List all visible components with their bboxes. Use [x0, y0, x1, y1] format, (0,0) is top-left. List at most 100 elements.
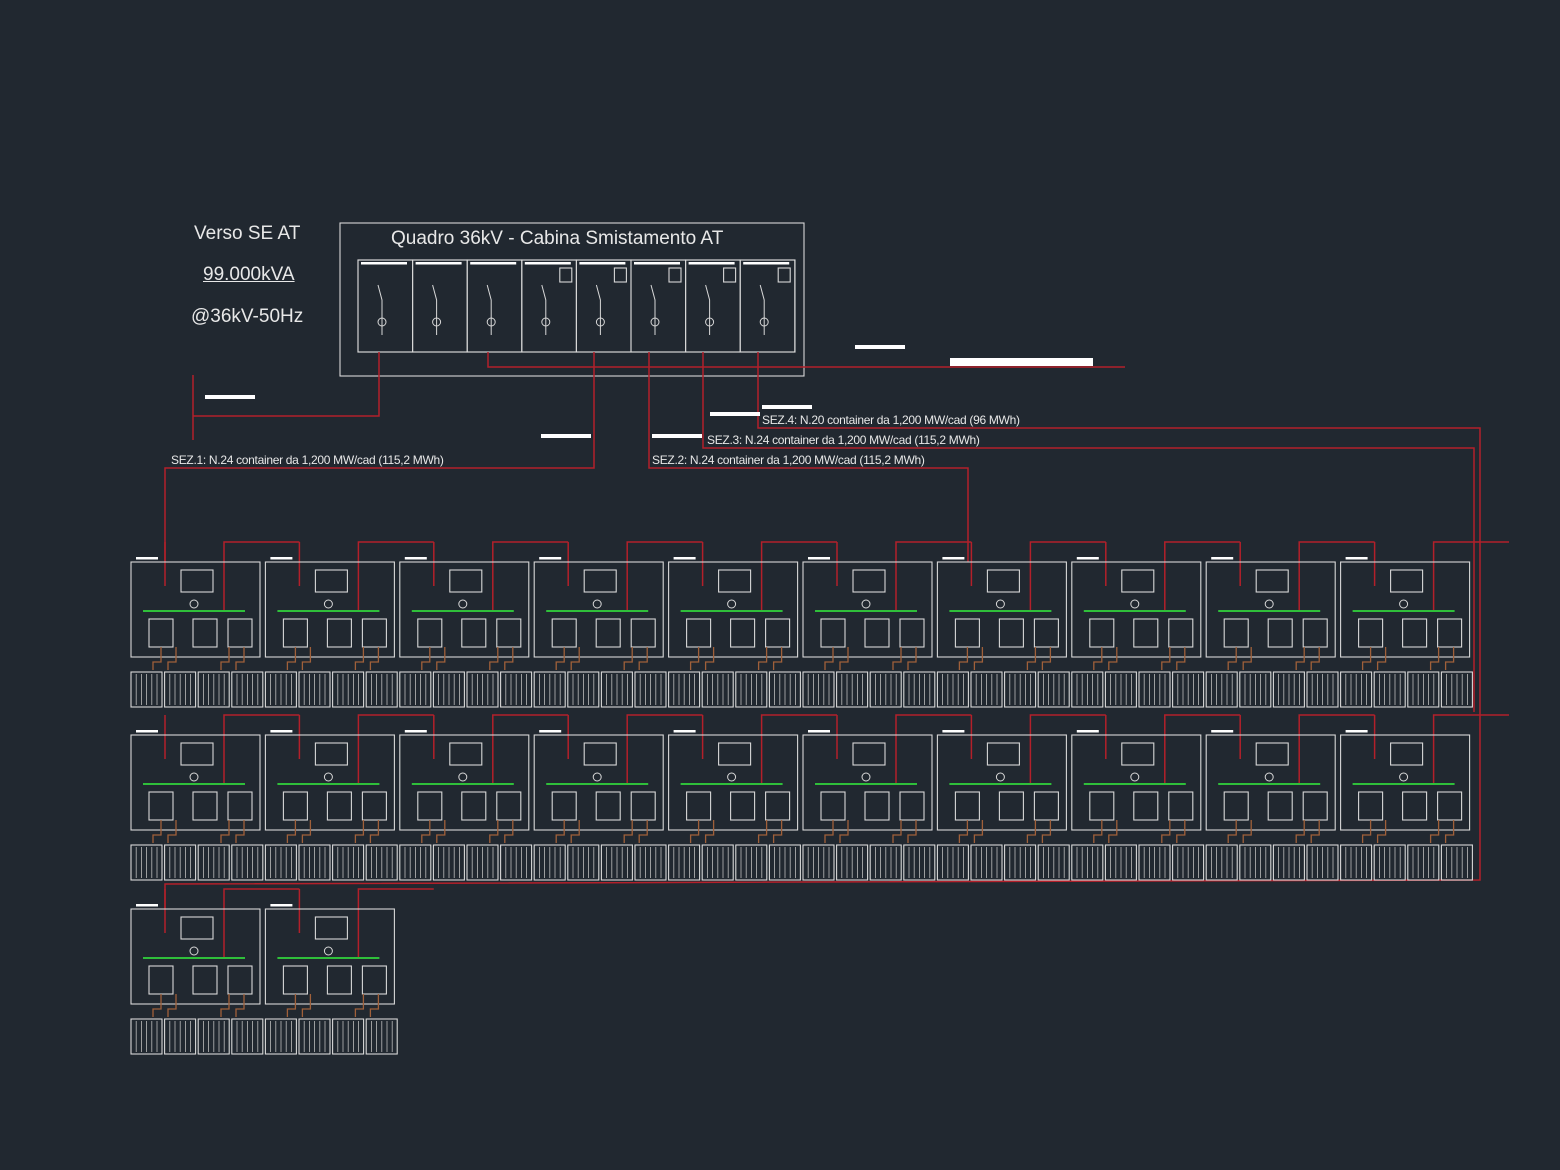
section-3-cable	[702, 352, 1475, 712]
pcs-inverter	[1302, 791, 1328, 821]
container-block	[1340, 714, 1509, 881]
pcs-inverter	[1033, 791, 1059, 821]
skid-tag	[404, 730, 427, 733]
dc-cable	[555, 647, 565, 670]
battery-frame	[298, 1018, 331, 1055]
dc-cable	[1227, 820, 1237, 843]
container-row-2	[130, 714, 1509, 881]
pcs-inverter	[551, 791, 577, 821]
battery-frame	[701, 844, 734, 881]
cable-tag	[205, 395, 255, 399]
dc-cable	[1376, 820, 1387, 843]
rmu-box	[986, 742, 1020, 766]
battery-frame	[836, 844, 869, 881]
cubicle-frame	[466, 259, 523, 353]
incoming-power: 99.000kVA	[203, 264, 295, 285]
transformer-ct-icon	[759, 317, 769, 327]
ring-cable	[1432, 541, 1509, 610]
battery-frame	[735, 844, 768, 881]
battery-container	[130, 844, 163, 881]
battery-frame	[600, 844, 633, 881]
battery-container	[1340, 671, 1373, 708]
battery-container	[164, 671, 197, 708]
battery-frame	[701, 671, 734, 708]
battery-container	[1306, 671, 1339, 708]
ring-cable	[760, 714, 837, 783]
battery-frame	[1306, 671, 1339, 708]
battery-frame	[936, 844, 969, 881]
battery-frame	[1373, 844, 1406, 881]
battery-frame	[264, 1018, 297, 1055]
switchgear-cubicle	[521, 259, 577, 353]
pcs-inverter	[595, 618, 621, 648]
battery-container	[1037, 671, 1070, 708]
battery-container	[1138, 671, 1171, 708]
battery-container	[231, 671, 264, 708]
dc-cable	[1161, 647, 1171, 670]
relay-box	[613, 267, 627, 283]
dc-cable	[436, 647, 446, 670]
battery-container	[466, 844, 499, 881]
battery-frame	[970, 844, 1003, 881]
rmu-box	[180, 916, 214, 940]
skid-tag	[673, 557, 696, 560]
pcs-inverter	[1168, 618, 1194, 648]
battery-frame	[197, 844, 230, 881]
battery-container	[399, 844, 432, 881]
dc-cable	[1041, 820, 1052, 843]
battery-container	[231, 1018, 264, 1055]
transformer-icon	[323, 599, 333, 609]
battery-container	[1172, 844, 1205, 881]
battery-frame	[1407, 844, 1440, 881]
transformer-icon	[592, 599, 602, 609]
pcs-inverter	[551, 618, 577, 648]
battery-frame	[264, 844, 297, 881]
skid-frame	[1340, 561, 1471, 658]
battery-container	[936, 844, 969, 881]
battery-container	[298, 671, 331, 708]
battery-container	[768, 671, 801, 708]
battery-container	[432, 671, 465, 708]
pcs-inverter	[1358, 791, 1384, 821]
battery-container	[264, 1018, 297, 1055]
dc-cable	[354, 820, 365, 843]
cubicle-tag	[579, 262, 626, 265]
dc-cable	[1295, 820, 1305, 843]
battery-container	[332, 844, 365, 881]
cable-tag	[855, 345, 905, 349]
skid-tag	[1211, 557, 1234, 560]
transformer-ct-icon	[486, 317, 496, 327]
dc-cable	[555, 820, 565, 843]
breaker-symbol	[486, 284, 492, 335]
pcs-inverter	[954, 791, 980, 821]
pcs-inverter	[192, 965, 218, 995]
pcs-inverter	[326, 965, 352, 995]
transformer-icon	[727, 599, 737, 609]
pcs-inverter	[192, 791, 218, 821]
dc-cable	[958, 647, 969, 670]
rmu-box	[1121, 742, 1155, 766]
battery-container	[869, 671, 902, 708]
dc-cable	[504, 820, 514, 843]
ring-cable	[760, 541, 837, 610]
section-3-label: SEZ.3: N.24 container da 1,200 MW/cad (1…	[707, 433, 980, 447]
pcs-inverter	[864, 618, 890, 648]
pcs-inverter	[1133, 791, 1159, 821]
dc-cable	[1093, 820, 1103, 843]
pcs-inverter	[630, 618, 656, 648]
rmu-box	[314, 916, 348, 940]
pcs-inverter	[417, 791, 443, 821]
battery-frame	[1104, 671, 1137, 708]
rmu-box	[314, 569, 348, 593]
battery-frame	[164, 671, 197, 708]
transformer-icon	[1264, 599, 1274, 609]
dc-cable	[839, 820, 849, 843]
pcs-inverter	[282, 791, 308, 821]
transformer-icon	[323, 772, 333, 782]
skid-tag	[404, 557, 427, 560]
pcs-inverter	[1402, 791, 1428, 821]
pcs-inverter	[686, 791, 712, 821]
battery-container	[936, 671, 969, 708]
pcs-inverter	[998, 791, 1024, 821]
battery-container	[197, 844, 230, 881]
